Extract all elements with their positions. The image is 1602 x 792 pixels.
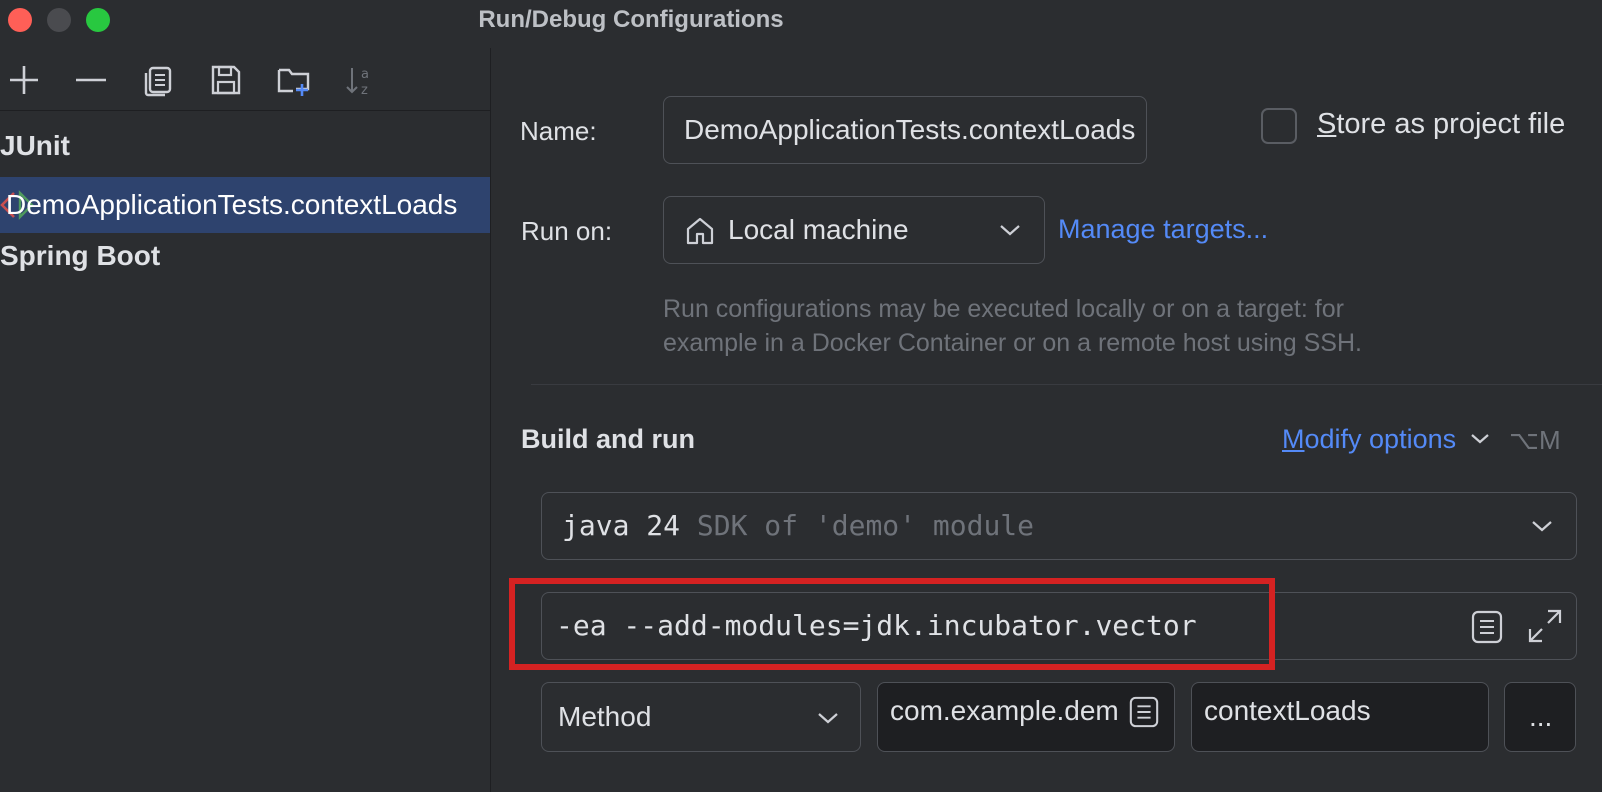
method-input[interactable]: contextLoads (1191, 682, 1489, 752)
run-on-value: Local machine (728, 214, 909, 245)
store-label-text: tore as project file (1336, 108, 1566, 140)
chevron-down-icon (816, 709, 840, 732)
run-on-hint-line-1: Run configurations may be executed local… (663, 295, 1344, 323)
vm-options-value: -ea --add-modules=jdk.incubator.vector (556, 609, 1197, 642)
chevron-down-icon[interactable] (1469, 430, 1491, 453)
method-value: contextLoads (1204, 695, 1371, 726)
jre-value: java 24 SDK of 'demo' module (562, 509, 1034, 542)
manage-targets-link[interactable]: Manage targets... (1058, 214, 1269, 244)
name-input-value: DemoApplicationTests.contextLoads (684, 114, 1136, 145)
more-options-label: ... (1529, 701, 1553, 732)
configuration-editor: Name: DemoApplicationTests.contextLoads … (491, 48, 1602, 792)
class-value: com.example.demo (890, 695, 1118, 726)
tree-item-label: DemoApplicationTests.contextLoads (6, 189, 458, 220)
svg-text:z: z (361, 83, 368, 98)
svg-text:a: a (361, 67, 369, 82)
tree-item-demo-application-tests[interactable]: DemoApplicationTests.contextLoads (0, 177, 490, 233)
minimize-window-button[interactable] (47, 8, 71, 32)
new-folder-icon[interactable] (274, 60, 314, 100)
list-icon[interactable] (1128, 695, 1160, 734)
save-icon[interactable] (206, 60, 246, 100)
vm-options-input[interactable]: -ea --add-modules=jdk.incubator.vector (541, 592, 1577, 660)
name-input[interactable]: DemoApplicationTests.contextLoads (663, 96, 1147, 164)
more-options-button[interactable]: ... (1504, 682, 1576, 752)
modify-options-text: odify options (1304, 424, 1457, 454)
copy-icon[interactable] (139, 60, 179, 100)
zoom-window-button[interactable] (86, 8, 110, 32)
home-icon (684, 215, 716, 252)
jre-dropdown[interactable]: java 24 SDK of 'demo' module (541, 492, 1577, 560)
jre-main: java 24 (562, 509, 681, 542)
chevron-down-icon (1530, 517, 1554, 540)
run-on-hint-line-2: example in a Docker Container or on a re… (663, 329, 1362, 357)
build-and-run-title: Build and run (521, 424, 695, 454)
title-bar: Run/Debug Configurations (0, 0, 1602, 48)
jre-detail: SDK of 'demo' module (696, 509, 1035, 542)
window-title: Run/Debug Configurations (478, 6, 784, 33)
modify-mnemonic: M (1282, 424, 1305, 454)
class-input[interactable]: com.example.demo (877, 682, 1175, 752)
section-divider (531, 384, 1602, 385)
run-on-dropdown[interactable]: Local machine (663, 196, 1045, 264)
chevron-down-icon (998, 221, 1022, 244)
run-on-label: Run on: (521, 216, 613, 246)
tree-group-spring-boot[interactable]: Spring Boot (0, 240, 161, 271)
store-as-project-file-checkbox[interactable] (1261, 108, 1297, 144)
add-icon[interactable] (4, 60, 44, 100)
modify-options-link[interactable]: Modify options (1282, 424, 1456, 455)
test-kind-value: Method (558, 701, 652, 732)
name-label: Name: (520, 116, 597, 146)
close-window-button[interactable] (8, 8, 32, 32)
tree-group-junit[interactable]: JUnit (0, 130, 70, 161)
test-kind-dropdown[interactable]: Method (541, 682, 861, 752)
modify-options-shortcut: ⌥M (1509, 425, 1561, 455)
expand-icon[interactable] (1526, 607, 1564, 650)
store-mnemonic: S (1317, 108, 1337, 140)
junit-test-icon (0, 189, 36, 221)
store-as-project-file-label[interactable]: Store as project file (1317, 108, 1565, 141)
vm-options-highlight (509, 578, 1275, 670)
list-icon[interactable] (1470, 609, 1504, 650)
remove-icon[interactable] (71, 60, 111, 100)
